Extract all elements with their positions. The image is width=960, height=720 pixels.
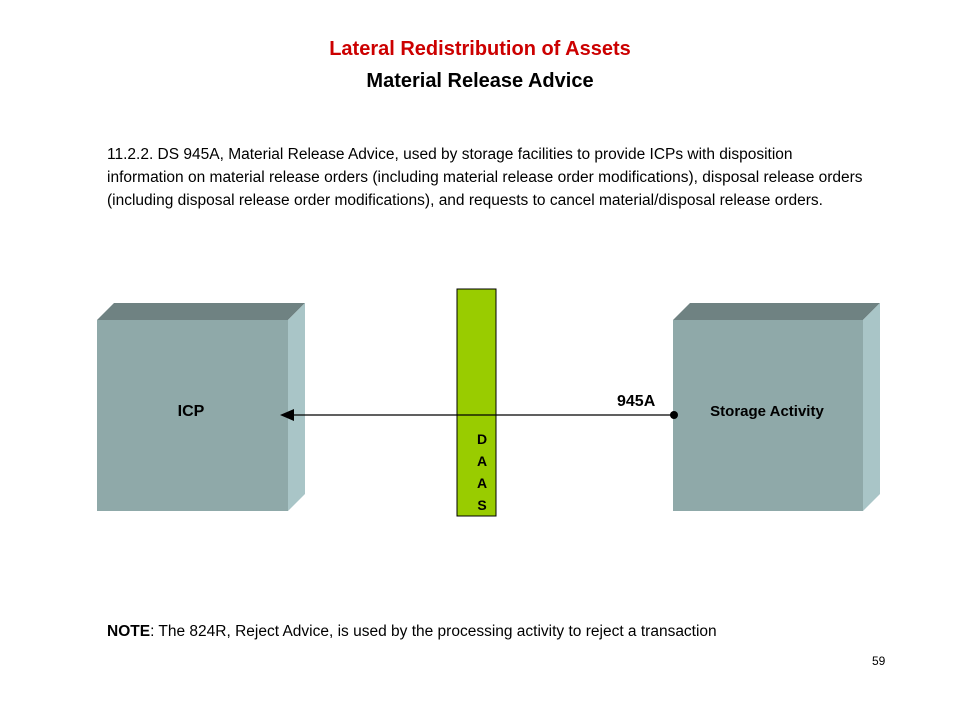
storage-activity-label: Storage Activity [710,403,824,420]
daas-letter: S [477,497,486,513]
slide-subtitle: Material Release Advice [366,70,594,92]
description-paragraph: 11.2.2. DS 945A, Material Release Advice… [107,146,863,209]
storage-box-top [673,303,880,320]
icp-box-front [97,320,288,511]
note-prefix: NOTE [107,623,151,640]
daas-bar-rect [456,288,497,517]
icp-box-side [288,303,305,511]
note-body: : The 824R, Reject Advice, is used by th… [150,623,717,640]
storage-box-side [863,303,880,511]
storage-box-front [673,320,863,511]
arrow-origin-dot-icon [670,411,678,419]
transaction-arrow: 945A [280,393,678,421]
daas-letter: A [477,453,487,469]
icp-label: ICP [178,403,205,420]
note-text: NOTE: The 824R, Reject Advice, is used b… [107,623,887,641]
arrow-label: 945A [617,393,656,410]
daas-letter: D [477,431,487,447]
daas-letter: A [477,475,487,491]
daas-bar: D A A S [456,288,497,517]
page-number: 59 [872,654,886,668]
storage-activity-box: Storage Activity [673,303,880,511]
icp-box-top [97,303,305,320]
slide-title: Lateral Redistribution of Assets [329,38,631,60]
icp-box: ICP [97,303,305,511]
arrow-head-icon [280,409,294,421]
